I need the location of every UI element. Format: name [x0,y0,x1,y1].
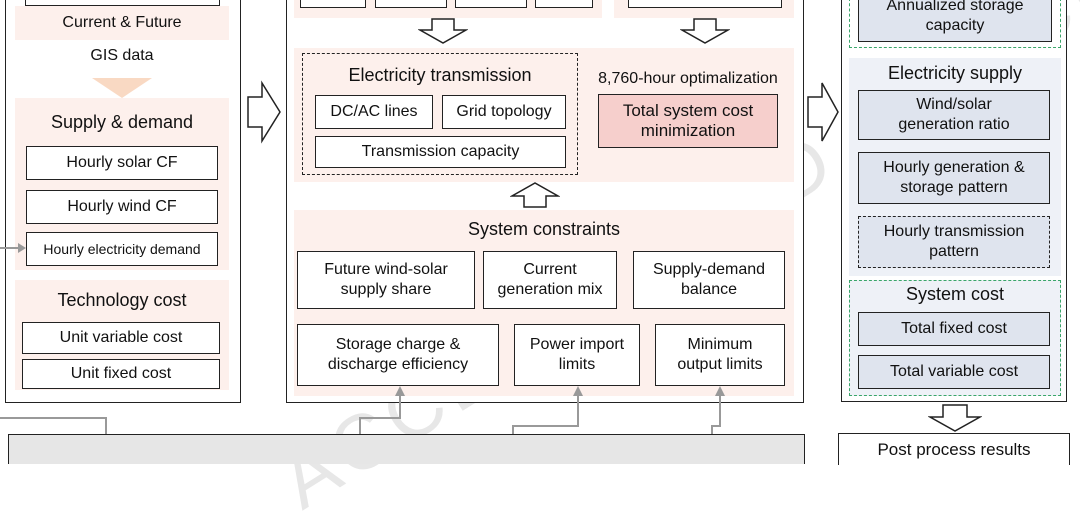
wind-solar-ratio-box: Wind/solar generation ratio [858,90,1050,140]
grid-topology-box: Grid topology [442,95,566,129]
storage-efficiency-box: Storage charge & discharge efficiency [297,324,499,386]
current-generation-mix-box: Current generation mix [483,251,617,309]
hourly-solar-cf-box: Hourly solar CF [26,146,218,180]
total-fixed-cost-box: Total fixed cost [858,312,1050,346]
top-cut-box [25,0,220,6]
down-arrow-right [680,18,730,44]
generation-storage-pattern-box: Hourly generation & storage pattern [858,152,1050,204]
transmission-pattern-box: Hourly transmission pattern [858,216,1050,268]
supply-demand-balance-box: Supply-demand balance [633,251,785,309]
power-import-limits-box: Power import limits [514,324,640,386]
tech-cost-title: Technology cost [57,289,187,310]
optimization-title: 8,760-hour optimalization [598,70,778,87]
unit-fixed-cost-box: Unit fixed cost [22,359,220,389]
hourly-demand-box: Hourly electricity demand [26,232,218,266]
minimum-output-limits-box: Minimum output limits [655,324,785,386]
storage-capacity-box: Annualized storage capacity [858,0,1052,42]
gis-down-arrow [92,78,152,98]
dc-ac-lines-box: DC/AC lines [315,95,433,129]
down-arrow-post [928,404,982,432]
cost-minimization-box: Total system cost minimization [598,94,778,148]
top-cut-box-2 [375,0,447,8]
system-cost-title: System cost [905,283,1005,304]
connector-overlay [0,80,839,459]
bottom-bar [8,434,805,464]
top-cut-box-5 [628,0,782,8]
down-arrow-left [418,18,468,44]
constraints-title: System constraints [467,218,621,239]
gis-data-label: GIS data [90,47,154,64]
storage-group [849,0,1061,48]
unit-variable-cost-box: Unit variable cost [22,322,220,354]
transmission-title: Electricity transmission [348,64,532,85]
top-cut-box-3 [455,0,527,8]
hourly-wind-cf-box: Hourly wind CF [26,190,218,224]
electricity-supply-title: Electricity supply [887,62,1023,83]
up-arrow [510,182,560,208]
top-cut-box-4 [535,0,593,8]
total-variable-cost-box: Total variable cost [858,355,1050,389]
transmission-capacity-box: Transmission capacity [315,136,566,168]
right-arrow-inputs [247,80,281,144]
supply-demand-title: Supply & demand [50,111,194,132]
current-future-label: Current & Future [15,6,229,40]
top-cut-box-1 [300,0,366,8]
wind-solar-share-box: Future wind-solar supply share [297,251,475,309]
transmission-group [302,53,578,175]
right-arrow-outputs [807,82,839,142]
